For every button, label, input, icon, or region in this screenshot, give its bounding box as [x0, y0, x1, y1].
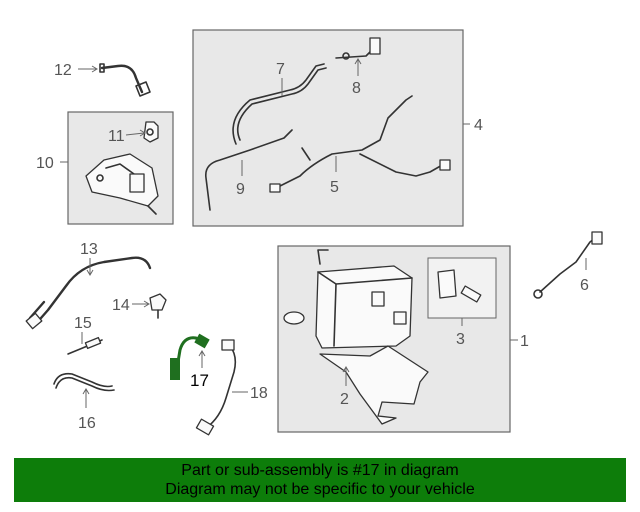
svg-text:11: 11: [108, 128, 125, 145]
part-11-connector[interactable]: [143, 121, 159, 143]
svg-text:5: 5: [330, 179, 339, 196]
callout-11: 11: [108, 128, 146, 145]
part-3-clip[interactable]: [437, 269, 482, 303]
callout-15: 15: [74, 315, 92, 344]
callout-14: 14: [112, 297, 150, 314]
svg-text:10: 10: [36, 155, 54, 172]
callout-17: 17: [190, 350, 209, 390]
callout-4: 4: [463, 117, 483, 134]
callout-6: 6: [580, 258, 589, 294]
svg-text:1: 1: [520, 333, 529, 350]
callout-3: 3: [456, 318, 465, 348]
callout-9: 9: [236, 160, 245, 198]
part-17-oxygen-sensor[interactable]: [170, 333, 210, 380]
svg-text:18: 18: [250, 385, 268, 402]
part-12-hose[interactable]: [99, 63, 151, 97]
svg-text:6: 6: [580, 277, 589, 294]
banner-line-1: Part or sub-assembly is #17 in diagram: [181, 462, 459, 479]
callout-8: 8: [352, 58, 362, 97]
callout-2: 2: [340, 366, 350, 408]
svg-text:9: 9: [236, 181, 245, 198]
svg-text:15: 15: [74, 315, 92, 332]
part-2-bracket[interactable]: [319, 345, 429, 425]
part-16-hose[interactable]: [53, 372, 115, 392]
part-6-line[interactable]: [533, 231, 603, 299]
svg-text:3: 3: [456, 331, 465, 348]
svg-text:4: 4: [474, 117, 483, 134]
group-box-3: [427, 257, 497, 319]
callout-12: 12: [54, 62, 98, 79]
banner-line-2: Diagram may not be specific to your vehi…: [165, 481, 475, 498]
svg-text:14: 14: [112, 297, 130, 314]
svg-text:8: 8: [352, 80, 361, 97]
part-7-vent-line[interactable]: [232, 63, 327, 145]
callout-1: 1: [510, 333, 529, 350]
part-14-sensor[interactable]: [149, 293, 167, 319]
svg-text:17: 17: [190, 371, 209, 390]
part-9-line[interactable]: [204, 129, 293, 211]
part-10-valve-assembly[interactable]: [85, 153, 159, 215]
svg-text:2: 2: [340, 391, 349, 408]
callout-16: 16: [78, 388, 96, 432]
svg-text:7: 7: [276, 61, 285, 78]
part-5-line[interactable]: [269, 95, 451, 193]
callout-5: 5: [330, 156, 339, 196]
part-8-fitting[interactable]: [335, 37, 381, 60]
part-18-sensor-lead[interactable]: [195, 339, 237, 436]
callout-10: 10: [36, 155, 68, 172]
part-1-canister[interactable]: [283, 249, 413, 349]
part-15-tube[interactable]: [67, 336, 103, 355]
info-banner: Part or sub-assembly is #17 in diagram D…: [14, 458, 626, 502]
callout-13: 13: [80, 241, 98, 276]
callout-18: 18: [232, 385, 268, 402]
callout-7: 7: [276, 61, 285, 96]
svg-text:13: 13: [80, 241, 98, 258]
svg-text:12: 12: [54, 62, 72, 79]
svg-text:16: 16: [78, 415, 96, 432]
part-13-hose[interactable]: [25, 256, 152, 330]
